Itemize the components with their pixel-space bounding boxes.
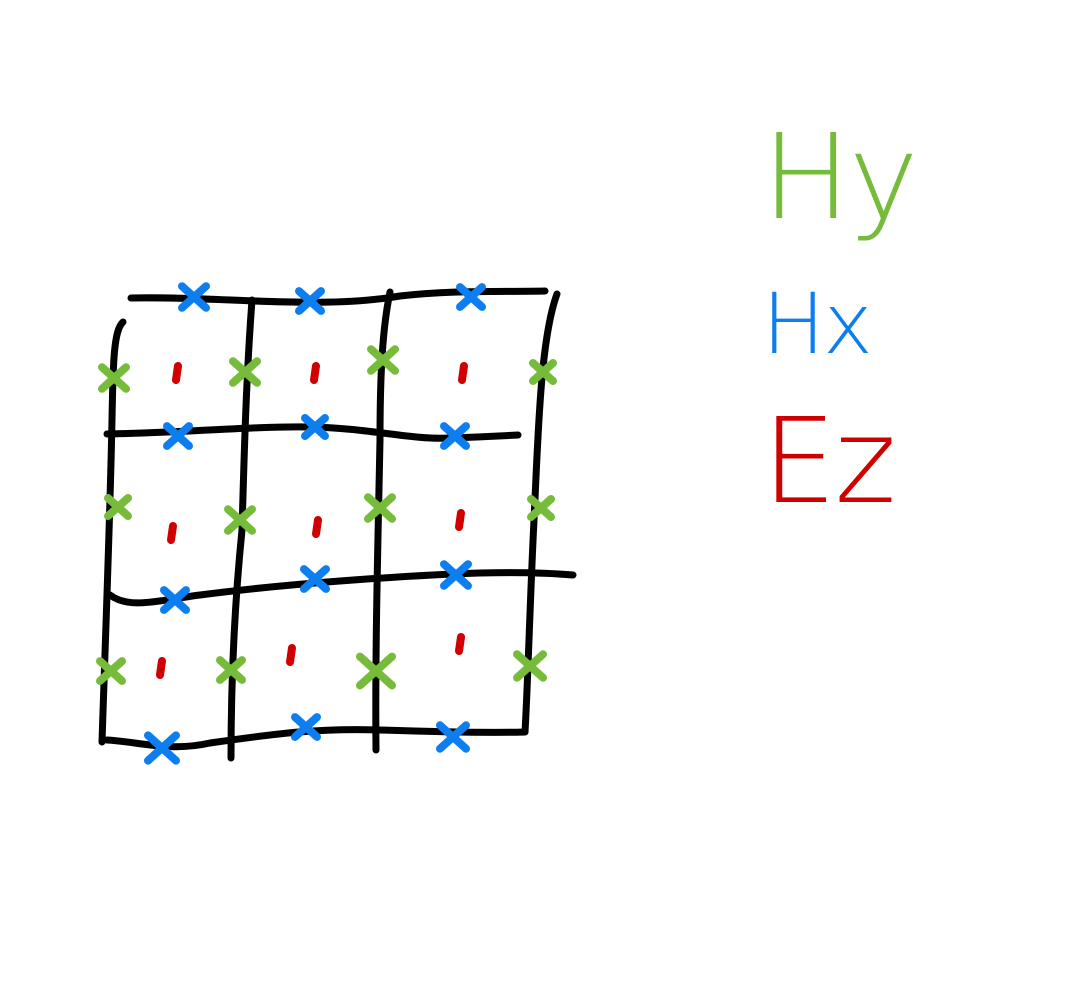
- grid-line-v-left: [98, 318, 127, 746]
- hy-markers: [96, 345, 557, 690]
- x-mark-icon: [440, 422, 470, 450]
- x-mark-icon: [364, 493, 396, 523]
- grid-line-v-right: [521, 290, 561, 736]
- dot-icon: [458, 362, 468, 384]
- ez-markers: [156, 362, 468, 679]
- x-mark-icon: [98, 363, 130, 393]
- dot-icon: [312, 516, 322, 538]
- x-mark-icon: [144, 731, 180, 765]
- x-mark-icon: [529, 359, 557, 385]
- dot-icon: [286, 644, 296, 666]
- dot-icon: [455, 633, 465, 655]
- x-mark-icon: [295, 287, 325, 315]
- x-mark-icon: [367, 345, 399, 375]
- legend-label-hx: Hx: [762, 275, 873, 373]
- grid-line-h-2: [106, 569, 577, 607]
- x-mark-icon: [160, 586, 190, 614]
- x-mark-icon: [104, 494, 132, 520]
- hx-markers: [144, 282, 486, 765]
- legend-label-ez: Ez: [762, 392, 896, 530]
- x-mark-icon: [356, 652, 396, 690]
- dot-icon: [455, 509, 465, 531]
- x-mark-icon: [163, 422, 193, 450]
- dot-icon: [156, 657, 166, 679]
- x-mark-icon: [301, 414, 329, 440]
- x-mark-icon: [436, 721, 470, 753]
- x-mark-icon: [527, 495, 555, 521]
- x-mark-icon: [291, 713, 321, 741]
- dot-icon: [167, 522, 177, 544]
- x-mark-icon: [216, 656, 246, 684]
- x-mark-icon: [440, 560, 472, 590]
- grid-line-h-1: [103, 423, 522, 442]
- x-mark-icon: [456, 283, 486, 311]
- legend-label-hy: Hy: [762, 108, 919, 246]
- x-mark-icon: [178, 282, 210, 312]
- dot-icon: [310, 362, 320, 384]
- x-mark-icon: [300, 565, 330, 593]
- x-mark-icon: [224, 505, 256, 535]
- dot-icon: [172, 362, 182, 384]
- x-mark-icon: [96, 657, 126, 685]
- x-mark-icon: [513, 650, 547, 682]
- x-mark-icon: [229, 357, 261, 387]
